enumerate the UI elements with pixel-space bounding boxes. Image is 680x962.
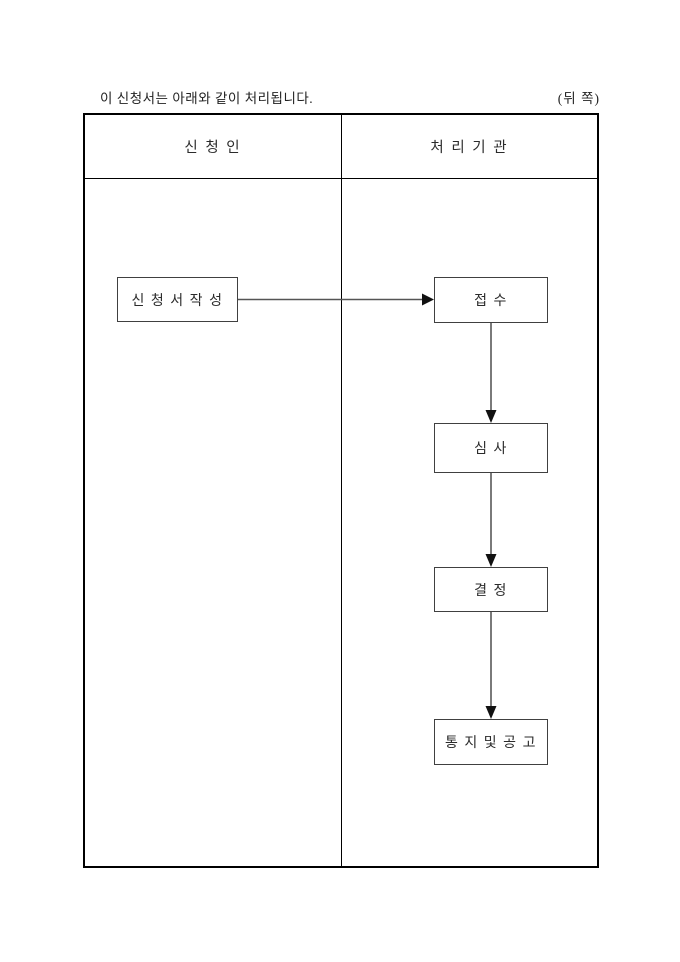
step-box-application-writing: 신 청 서 작 성 <box>117 277 238 322</box>
step-label: 통 지 및 공 고 <box>445 736 537 751</box>
step-box-notice-announcement: 통 지 및 공 고 <box>434 719 548 765</box>
processing-note-text: 이 신청서는 아래와 같이 처리됩니다. <box>100 91 314 106</box>
applicant-lane <box>85 179 342 866</box>
column-header-applicant: 신 청 인 <box>85 115 342 178</box>
step-label: 신 청 서 작 성 <box>131 293 224 309</box>
table-body-row <box>85 179 597 866</box>
step-label: 접 수 <box>474 294 508 309</box>
column-header-agency: 처 리 기 관 <box>430 140 509 156</box>
table-header-row: 신 청 인 처 리 기 관 <box>85 115 597 179</box>
back-side-label: (뒤 쪽) <box>557 91 600 106</box>
step-box-review: 심 사 <box>434 423 548 473</box>
step-label: 심 사 <box>474 442 508 457</box>
step-box-receipt: 접 수 <box>434 277 548 323</box>
step-label: 결 정 <box>474 583 508 599</box>
step-box-decision: 결 정 <box>434 567 548 612</box>
